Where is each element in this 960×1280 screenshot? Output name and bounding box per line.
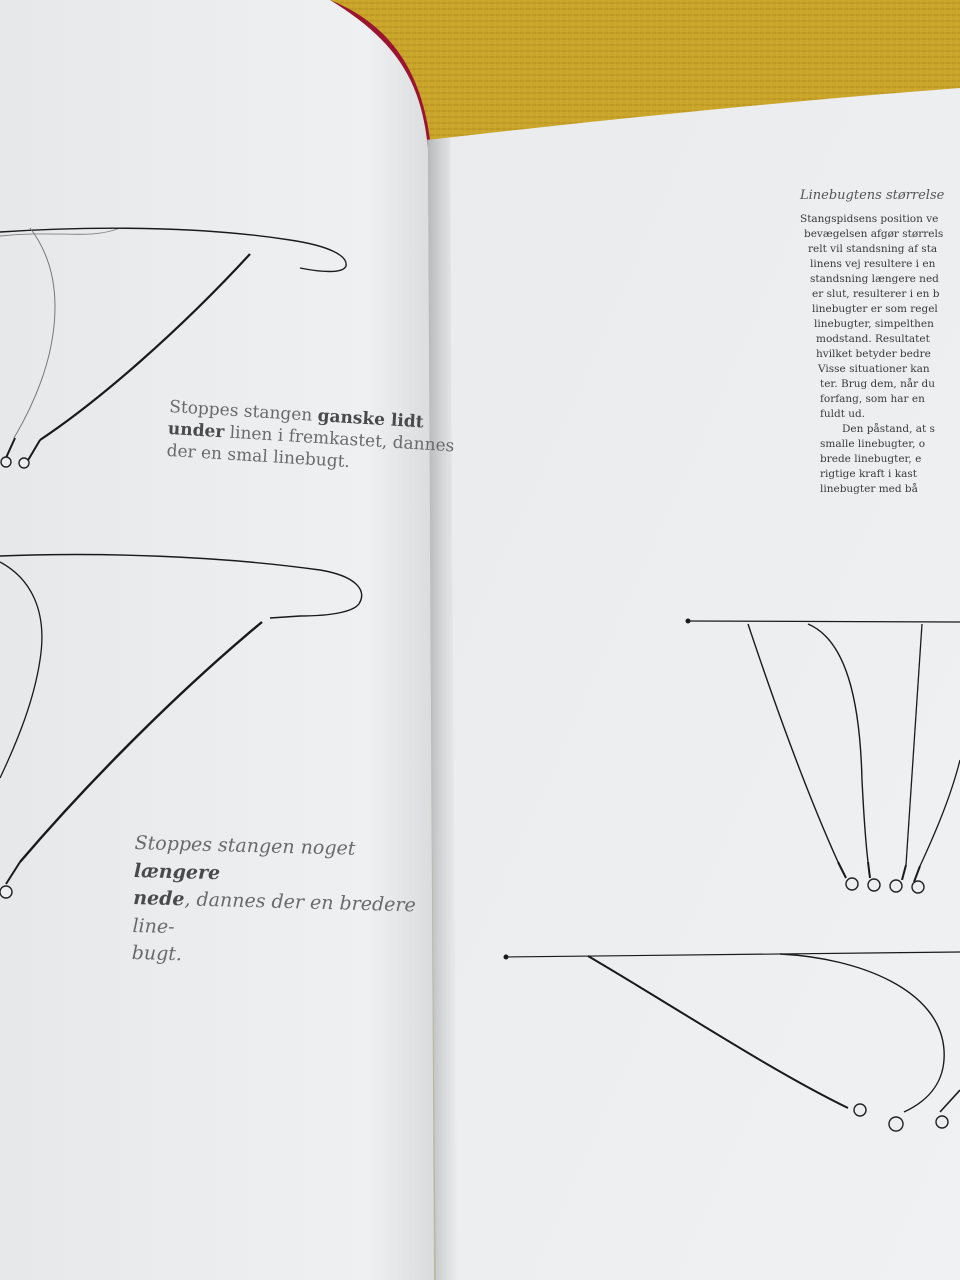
body-line: linens vej resultere i en	[810, 258, 936, 270]
reel-icon	[0, 456, 30, 469]
body-line: fuldt ud.	[820, 408, 866, 420]
body-line: brede linebugter, e	[820, 453, 922, 465]
body-line: smalle linebugter, o	[820, 438, 926, 450]
body-line: relt vil standsning af sta	[808, 243, 938, 255]
body-line: ter. Brug dem, når du	[820, 378, 935, 390]
left-page	[0, 0, 434, 1280]
caption-bold: længere	[133, 859, 221, 884]
right-page	[428, 88, 960, 1280]
caption-bold: under	[167, 419, 225, 443]
diagram-wide-loop	[0, 553, 363, 885]
body-line: Stangspidsens position ve	[800, 213, 939, 225]
body-line: rigtige kraft i kast	[820, 468, 917, 480]
caption-bold: nede	[132, 887, 185, 911]
body-line: Visse situationer kan	[818, 363, 930, 375]
body-line: modstand. Resultatet	[816, 333, 930, 345]
body-line: forfang, som har en	[820, 393, 925, 405]
diagram-loop-shapes	[503, 951, 960, 1113]
body-line: standsning længere ned	[810, 273, 939, 285]
body-line: er slut, resulterer i en b	[812, 288, 940, 300]
body-line: hvilket betyder bedre	[816, 348, 931, 360]
body-line: bevægelsen afgør størrels	[804, 228, 944, 240]
reel-icon	[845, 877, 925, 894]
reel-icon	[0, 885, 13, 899]
body-line: Den påstand, at s	[842, 423, 935, 435]
diagram-narrow-loop	[0, 227, 347, 463]
section-heading: Linebugtens størrelse	[800, 188, 945, 203]
body-line: linebugter med bå	[820, 483, 918, 495]
reel-icon	[853, 1103, 949, 1132]
caption-text: bugt.	[131, 942, 183, 966]
body-line: linebugter, simpelthen	[814, 318, 934, 330]
diagram-rod-positions	[685, 618, 960, 883]
body-line: linebugter er som regel	[812, 303, 938, 315]
body-text: Stangspidsens position ve bevægelsen afg…	[800, 212, 960, 522]
caption-text: Stoppes stangen noget	[134, 831, 356, 860]
